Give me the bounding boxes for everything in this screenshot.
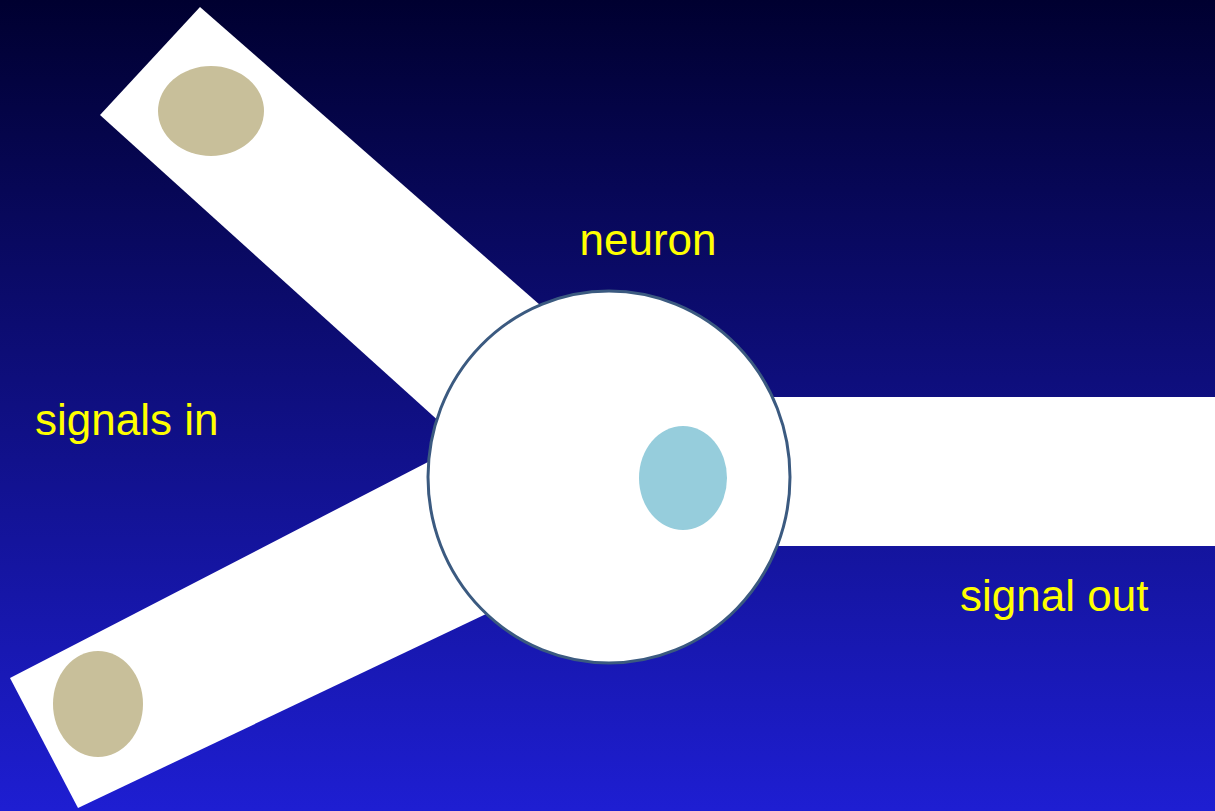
signal-label: signals in [35, 396, 218, 444]
synapse-terminal [53, 651, 143, 757]
nucleus [639, 426, 727, 530]
structure-label: neuron [579, 216, 716, 264]
synapse-terminal [158, 66, 264, 156]
cell-body [428, 291, 790, 663]
signal-label: signal out [960, 572, 1148, 620]
axon [740, 397, 1215, 546]
